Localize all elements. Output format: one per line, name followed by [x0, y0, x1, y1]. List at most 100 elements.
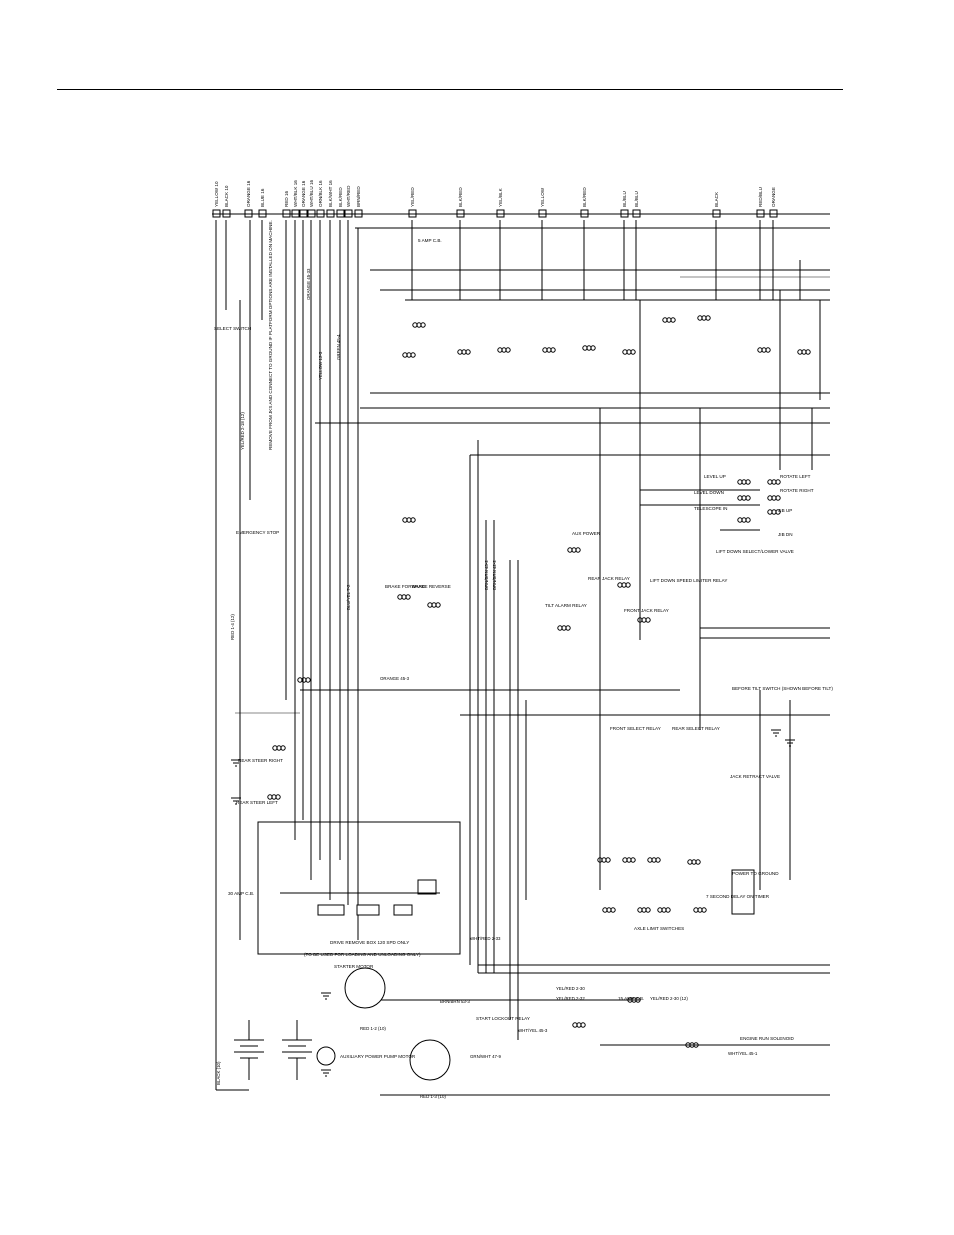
relay-coil: [457, 349, 471, 355]
mid-wire-label: ORANGE 45-33: [306, 268, 311, 300]
mid-wire-label: BRN/BRN 53-3: [440, 999, 470, 1004]
relay-coil: [757, 347, 771, 353]
mid-wire-label: RED 1-4 (12): [230, 614, 235, 640]
brake-reverse-label: BRAKE REVERSE: [412, 584, 451, 589]
top-wire-label: ORANGE 16: [246, 180, 251, 207]
relay-coil: [637, 617, 651, 623]
lift-down-select-label: LIFT DOWN SELECT/LOWER VALVE: [716, 549, 794, 554]
relay-coil: [767, 479, 781, 485]
component-labels: SELECT SWITCH EMERGENCY STOP REAR STEER RI…: [214, 220, 833, 1059]
power-to-ground-label: POWER TO GROUND: [732, 871, 779, 876]
front-jack-relay-label: FRONT JACK RELAY: [624, 608, 669, 613]
top-wire-label: BLK/WHT 16: [328, 180, 333, 207]
axle-switches-label: AXLE LIMIT SWITCHES: [634, 926, 684, 931]
relay-coil: [737, 479, 751, 485]
starter-motor-symbol: [344, 967, 386, 1009]
top-wire-label: BLACK: [714, 191, 719, 207]
starter-motor-label: STARTER MOTOR: [334, 964, 374, 969]
relay-coil: [412, 322, 426, 328]
drive-box-label: DRIVE REMOVE BOX 120 SPD ONLY: [330, 940, 409, 945]
top-wire-label: BRN/RED: [356, 186, 361, 207]
fuse-5amp-label: 5 AMP C.B.: [418, 238, 442, 243]
relay-coil: [767, 495, 781, 501]
relay-coil: [693, 907, 707, 913]
top-wire-label: BLK/RED: [458, 187, 463, 207]
top-wire-label: BLK/RED: [338, 187, 343, 207]
select-switch-label: SELECT SWITCH: [214, 326, 251, 331]
mid-wire-label: GREEN 45-4: [336, 334, 341, 360]
top-wire-label: BLUE 16: [260, 188, 265, 207]
mid-wire-labels: RED 1-4 (12) BLACK (10) YEL/RED 2-18 (12) O…: [216, 268, 758, 1099]
motors: [316, 967, 451, 1081]
level-up-label: LEVEL UP: [704, 474, 726, 479]
ground-symbol: [321, 1069, 331, 1077]
lift-down-speed-label: LIFT DOWN SPEED LIMITER RELAY: [650, 578, 727, 583]
ground-symbols: [231, 729, 795, 1077]
mid-wire-label: BRN/BRN 43-2: [484, 560, 489, 590]
rear-select-relay-label: REAR SELECT RELAY: [672, 726, 720, 731]
front-select-relay-label: FRONT SELECT RELAY: [610, 726, 661, 731]
emergency-stop-label: EMERGENCY STOP: [236, 530, 279, 535]
before-tilt-label: BEFORE TILT SWITCH (SHOWN BEFORE TILT): [732, 686, 833, 691]
mid-wire-label: RED 1-3 (10): [420, 1094, 446, 1099]
mid-wire-label: YEL/RED 2-30 (12): [650, 996, 688, 1001]
mid-wire-label: WHT/YEL 45-1: [728, 1051, 758, 1056]
mid-wire-label: BLACK (10): [216, 1061, 221, 1085]
tilt-alarm-relay-label: TILT ALARM RELAY: [545, 603, 587, 608]
relay-coil: [627, 997, 641, 1003]
start-lockout-label: START LOCKOUT RELAY: [476, 1016, 530, 1021]
relay-coil: [542, 347, 556, 353]
mid-wire-label: YELLOW 12-5: [318, 351, 323, 380]
relay-coil: [267, 794, 281, 800]
top-wire-label: WHT/RED: [346, 185, 351, 207]
relay-coil: [272, 745, 286, 751]
relay-coil: [427, 602, 441, 608]
aux-power-label: AUX POWER: [572, 531, 601, 536]
jack-retract-valve-label: JACK RETRACT VALVE: [730, 774, 780, 779]
relay-coil: [737, 517, 751, 523]
top-wire-label: ORN/BLK 16: [318, 180, 323, 207]
mid-wire-label: RED 1-2 (10): [360, 1026, 386, 1031]
mid-wire-label: WHT/RED 2-33: [470, 936, 501, 941]
top-wire-label: WHT/BLU 16: [309, 179, 314, 207]
aux-motor-symbol: [409, 1039, 451, 1081]
rear-jack-relay-label: REAR JACK RELAY: [588, 576, 630, 581]
top-wire-label: YEL/BLK: [498, 187, 503, 207]
ground-symbol: [785, 739, 795, 747]
top-wire-label: WHT/BLK 16: [293, 180, 298, 207]
relay-coil: [622, 857, 636, 863]
jib-dn-label: JIB DN: [778, 532, 793, 537]
mid-wire-label: BLU/YEL 7-2: [346, 584, 351, 610]
top-wire-label: RED/BLU: [758, 187, 763, 207]
top-wire-label: ORANGE: [771, 187, 776, 207]
mid-wire-label: YEL/RED 2-18 (12): [240, 412, 245, 450]
relay-coil: [397, 594, 411, 600]
relay-coil: [597, 857, 611, 863]
top-wire-label: YELLOW 10: [214, 181, 219, 207]
loading-note-label: (TO BE USED FOR LOADING AND UNLOADING ON…: [304, 952, 421, 957]
relay-coil: [572, 1022, 586, 1028]
ground-symbol: [231, 759, 241, 767]
aux-pump-motor-label: AUXILIARY POWER PUMP MOTOR: [340, 1054, 416, 1059]
mid-wire-label: ORANGE 45-3: [380, 676, 410, 681]
rear-steer-right-label: REAR STEER RIGHT: [238, 758, 283, 763]
relay-coil: [617, 582, 631, 588]
mid-wire-label: YEL/RED 2-30: [556, 986, 585, 991]
relay-coil: [657, 907, 671, 913]
relay-coil: [297, 677, 311, 683]
relay-coil: [797, 349, 811, 355]
rear-steer-left-label: REAR STEER LEFT: [236, 800, 278, 805]
telescope-in-label: TELESCOPE IN: [694, 506, 727, 511]
header-rule: [57, 89, 843, 90]
delay-timer-box: [731, 869, 755, 915]
top-wire-label: BL/BLU: [634, 191, 639, 207]
pump-motor-symbol: [316, 1046, 336, 1066]
relay-coil: [402, 517, 416, 523]
relay-coils: [267, 315, 811, 1048]
fuse-30amp-label: 30 AMP C.B.: [228, 891, 254, 896]
top-wire-label: YEL/RED: [410, 187, 415, 207]
brake-forward-label: BRAKE FORWARD: [385, 584, 426, 589]
relay-coil: [767, 509, 781, 515]
